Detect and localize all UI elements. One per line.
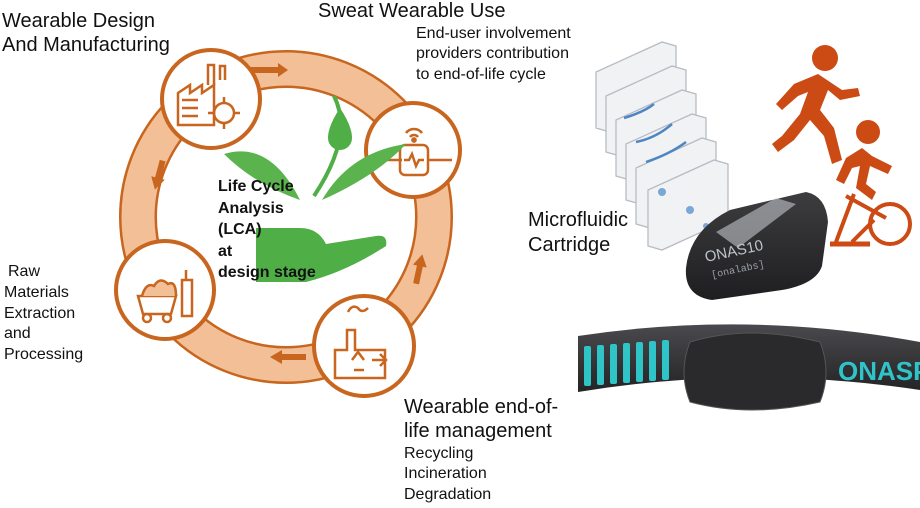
- eol-title: Wearable end-of- life management: [404, 396, 558, 443]
- strap-stripes: [584, 340, 669, 386]
- stage-design-circle: [160, 48, 262, 150]
- lca-line-1: Life Cycle: [218, 178, 294, 195]
- use-title: Sweat Wearable Use: [318, 0, 506, 22]
- design-title: Wearable Design And Manufacturing: [2, 10, 170, 57]
- eol-title-line-1: Wearable end-of-: [404, 396, 559, 418]
- lca-line-4: at: [218, 242, 233, 260]
- sensor-pod: [685, 192, 828, 300]
- plant-in-hand-icon: [224, 95, 406, 282]
- stage-use-circle: [364, 101, 462, 199]
- use-description: End-user involvement providers contribut…: [416, 24, 571, 85]
- design-title-line-2: And Manufacturing: [2, 33, 170, 56]
- cartridge-line-1: Microfluidic: [528, 209, 629, 231]
- use-desc-line-1: End-user involvement: [416, 25, 571, 42]
- runner-icon: [772, 45, 860, 164]
- eol-items: Recycling Incineration Degradation: [404, 444, 491, 505]
- design-title-line-1: Wearable Design: [2, 10, 156, 32]
- raw-line-4: and: [4, 325, 31, 343]
- use-desc-line-2: providers contribution: [416, 45, 569, 63]
- lca-label: Life Cycle Analysis (LCA) at design stag…: [218, 176, 316, 284]
- use-desc-line-3: to end-of-life cycle: [416, 65, 546, 83]
- factory-icon: [176, 63, 240, 129]
- raw-line-5: Processing: [4, 346, 84, 364]
- lca-line-3: (LCA): [218, 221, 262, 239]
- cyclist-icon: [830, 120, 912, 247]
- cycle-arrows-icon: [151, 63, 427, 364]
- eol-item-recycling: Recycling: [404, 445, 474, 462]
- smartwatch-icon: [380, 127, 452, 177]
- stage-end-of-life-circle: [312, 294, 416, 398]
- lca-line-2: Analysis: [218, 199, 284, 217]
- mining-cart-icon: [136, 270, 194, 324]
- chest-strap: ONASPORT: [578, 324, 920, 411]
- lca-line-5: design stage: [218, 264, 316, 282]
- strap-brand-text: ONASPORT: [838, 356, 920, 386]
- lifecycle-ring: [119, 50, 453, 384]
- raw-line-1: Raw: [8, 263, 41, 280]
- cartridge-label: Microfluidic Cartridge: [528, 208, 628, 258]
- stage-raw-materials-circle: [114, 239, 216, 341]
- recycling-plant-icon: [333, 305, 388, 380]
- cartridge-line-2: Cartridge: [528, 234, 611, 256]
- eol-title-line-2: life management: [404, 419, 552, 442]
- raw-line-2: Materials: [4, 283, 69, 301]
- eol-item-incineration: Incineration: [404, 465, 487, 483]
- raw-line-3: Extraction: [4, 304, 76, 322]
- eol-item-degradation: Degradation: [404, 485, 492, 503]
- raw-materials-label: Raw Materials Extraction and Processing: [4, 262, 83, 366]
